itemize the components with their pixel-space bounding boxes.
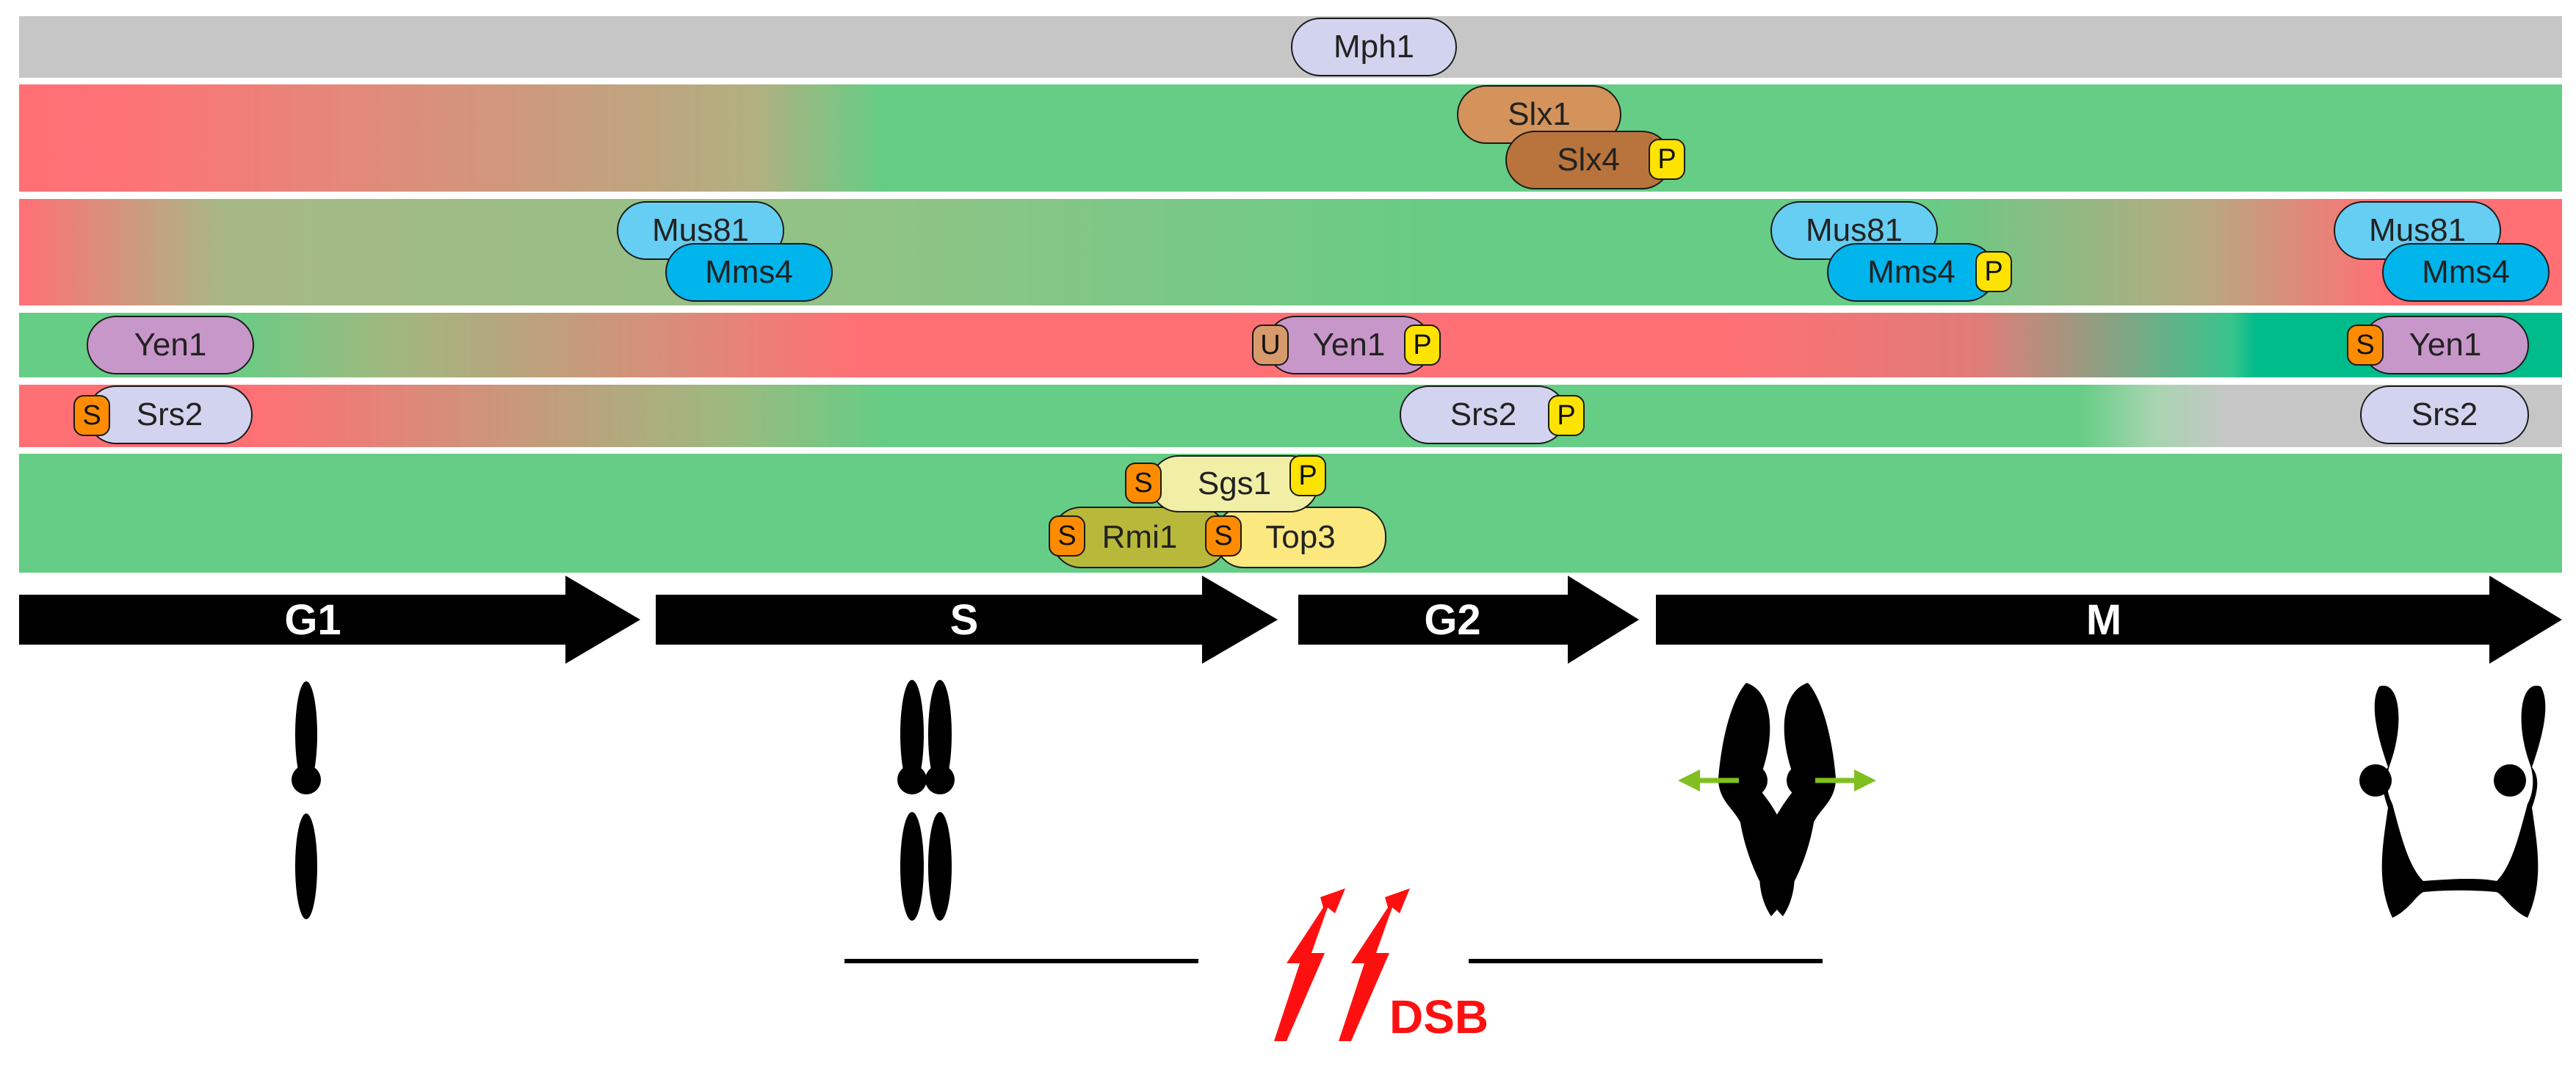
mph1-band: [19, 16, 2562, 78]
rmi1-sumo-tag-right: S: [1205, 515, 1242, 557]
mus81-mms4-band: [19, 199, 2562, 305]
yen1-sumo-tag: S: [2347, 325, 2384, 366]
sgs1-phospho-tag: P: [1289, 455, 1326, 496]
dsb-label: DSB: [1389, 990, 1489, 1043]
yen1-ubiquitin-tag: U: [1252, 325, 1289, 366]
slx4-pill: Slx4: [1505, 131, 1671, 189]
top3-pill: Top3: [1215, 507, 1386, 568]
s-arrow: [656, 576, 1278, 664]
phase-label-s: S: [949, 595, 979, 644]
slx4-phospho-tag: P: [1649, 139, 1685, 180]
yen1-pill-late: Yen1: [2362, 316, 2529, 374]
mms4-pill-early: Mms4: [665, 243, 833, 302]
mms4-pill-mid: Mms4: [1827, 243, 1996, 302]
yen1-pill-early: Yen1: [87, 316, 254, 374]
yen1-phospho-tag: P: [1404, 325, 1441, 366]
srs2-phospho-tag: P: [1548, 395, 1585, 436]
srs2-sumo-tag: S: [73, 395, 110, 436]
mms4-phospho-tag: P: [1975, 251, 2012, 292]
phase-label-m: M: [2085, 595, 2122, 644]
g1-arrow: [19, 576, 640, 664]
phase-label-g1: G1: [284, 595, 341, 644]
srs2-pill-late: Srs2: [2360, 385, 2529, 444]
anaphase-bridged-chromosome: [2359, 685, 2546, 918]
phase-label-g2: G2: [1424, 595, 1481, 644]
metaphase-chromosome: [1718, 683, 1836, 916]
slx1-slx4-band: [19, 84, 2562, 192]
spindle-arrows: [1678, 769, 1876, 791]
dsb-lightning-icon: [1274, 888, 1410, 1041]
srs2-pill-early: Srs2: [87, 385, 253, 444]
rmi1-sumo-tag-left: S: [1049, 515, 1085, 557]
g1-chromosome: [292, 681, 321, 919]
mms4-pill-late: Mms4: [2382, 243, 2550, 302]
g2-arrow: [1298, 576, 1639, 664]
srs2-pill-mid: Srs2: [1400, 385, 1567, 444]
srs2-band: [19, 385, 2562, 447]
sgs1-sumo-tag: S: [1125, 463, 1162, 504]
m-arrow: [1656, 576, 2562, 664]
mph1-pill: Mph1: [1291, 18, 1457, 76]
s-chromosome: [897, 680, 955, 921]
